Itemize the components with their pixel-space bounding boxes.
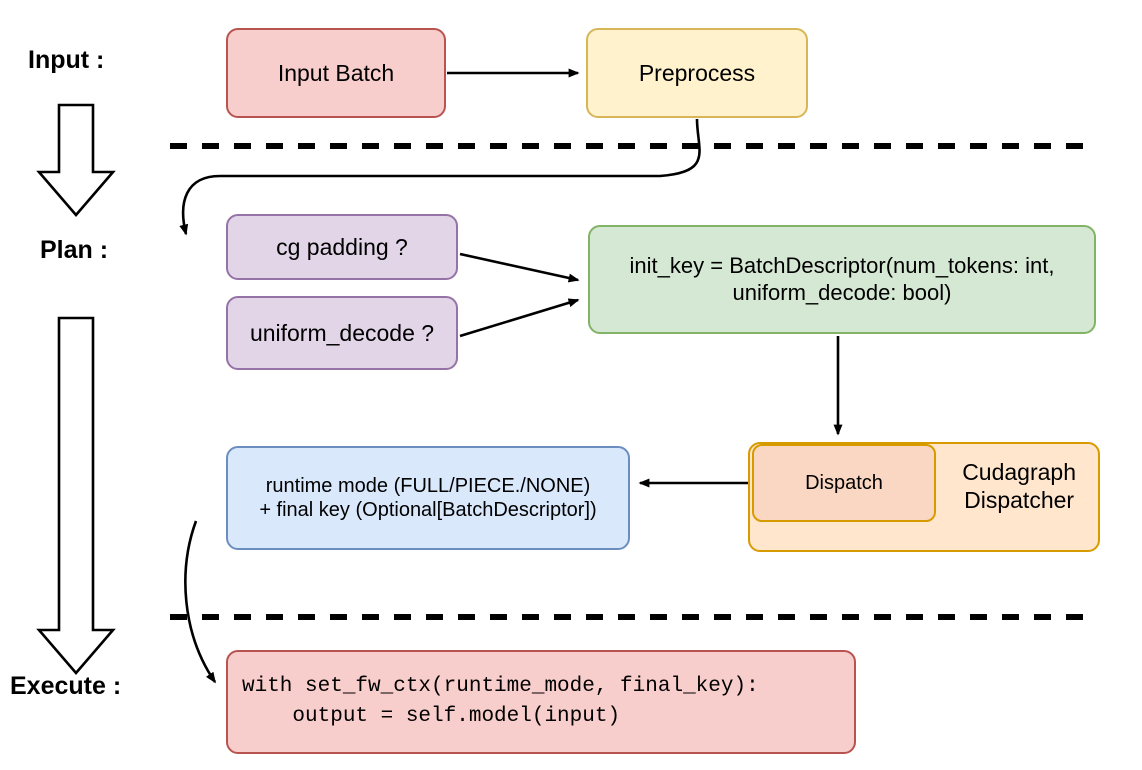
node-init-key-line2: uniform_decode: bool) [732, 279, 952, 305]
stage-label-input: Input : [28, 46, 105, 74]
node-preprocess-label: Preprocess [638, 59, 756, 86]
node-input-batch-label: Input Batch [277, 59, 395, 86]
node-cg-padding[interactable]: cg padding ? [226, 214, 458, 280]
edge-preprocess-to-cg-padding [179, 118, 701, 236]
edge-runtime-mode-to-execute-code [184, 520, 217, 684]
node-dispatch[interactable]: Dispatch [752, 444, 936, 522]
node-runtime-mode-line1: runtime mode (FULL/PIECE./NONE) [265, 474, 591, 497]
edge-cg-padding-to-init-key [459, 252, 580, 283]
node-preprocess[interactable]: Preprocess [586, 28, 808, 118]
node-init-key-text: init_key = BatchDescriptor(num_tokens: i… [630, 253, 1055, 307]
node-cudagraph-dispatcher-text: Cudagraph Dispatcher [962, 458, 1076, 514]
node-cudagraph-dispatcher-line2: Dispatcher [964, 487, 1075, 514]
edge-uniform-decode-to-init-key [459, 298, 580, 338]
plan-to-execute-arrow [36, 316, 116, 675]
node-cg-padding-label: cg padding ? [276, 233, 408, 260]
node-execute-code-line2: output = self.model(input) [242, 705, 621, 728]
node-cudagraph-dispatcher-line1: Cudagraph [962, 459, 1076, 485]
node-init-key[interactable]: init_key = BatchDescriptor(num_tokens: i… [588, 225, 1096, 334]
node-init-key-line1: init_key = BatchDescriptor(num_tokens: i… [629, 252, 1055, 278]
node-uniform-decode-label: uniform_decode ? [249, 319, 435, 346]
node-execute-code-text: with set_fw_ctx(runtime_mode, final_key)… [242, 672, 759, 732]
node-runtime-mode-line2: + final key (Optional[BatchDescriptor]) [259, 499, 597, 521]
stage-label-plan: Plan : [40, 236, 109, 264]
node-uniform-decode[interactable]: uniform_decode ? [226, 296, 458, 370]
node-execute-code-line1: with set_fw_ctx(runtime_mode, final_key)… [242, 675, 759, 699]
node-input-batch[interactable]: Input Batch [226, 28, 446, 118]
input-to-plan-arrow [36, 103, 116, 217]
node-dispatch-label: Dispatch [805, 471, 883, 494]
node-runtime-mode[interactable]: runtime mode (FULL/PIECE./NONE) + final … [226, 446, 630, 550]
node-runtime-mode-text: runtime mode (FULL/PIECE./NONE) + final … [259, 474, 596, 523]
node-execute-code[interactable]: with set_fw_ctx(runtime_mode, final_key)… [226, 650, 856, 754]
stage-label-execute: Execute : [10, 672, 122, 700]
